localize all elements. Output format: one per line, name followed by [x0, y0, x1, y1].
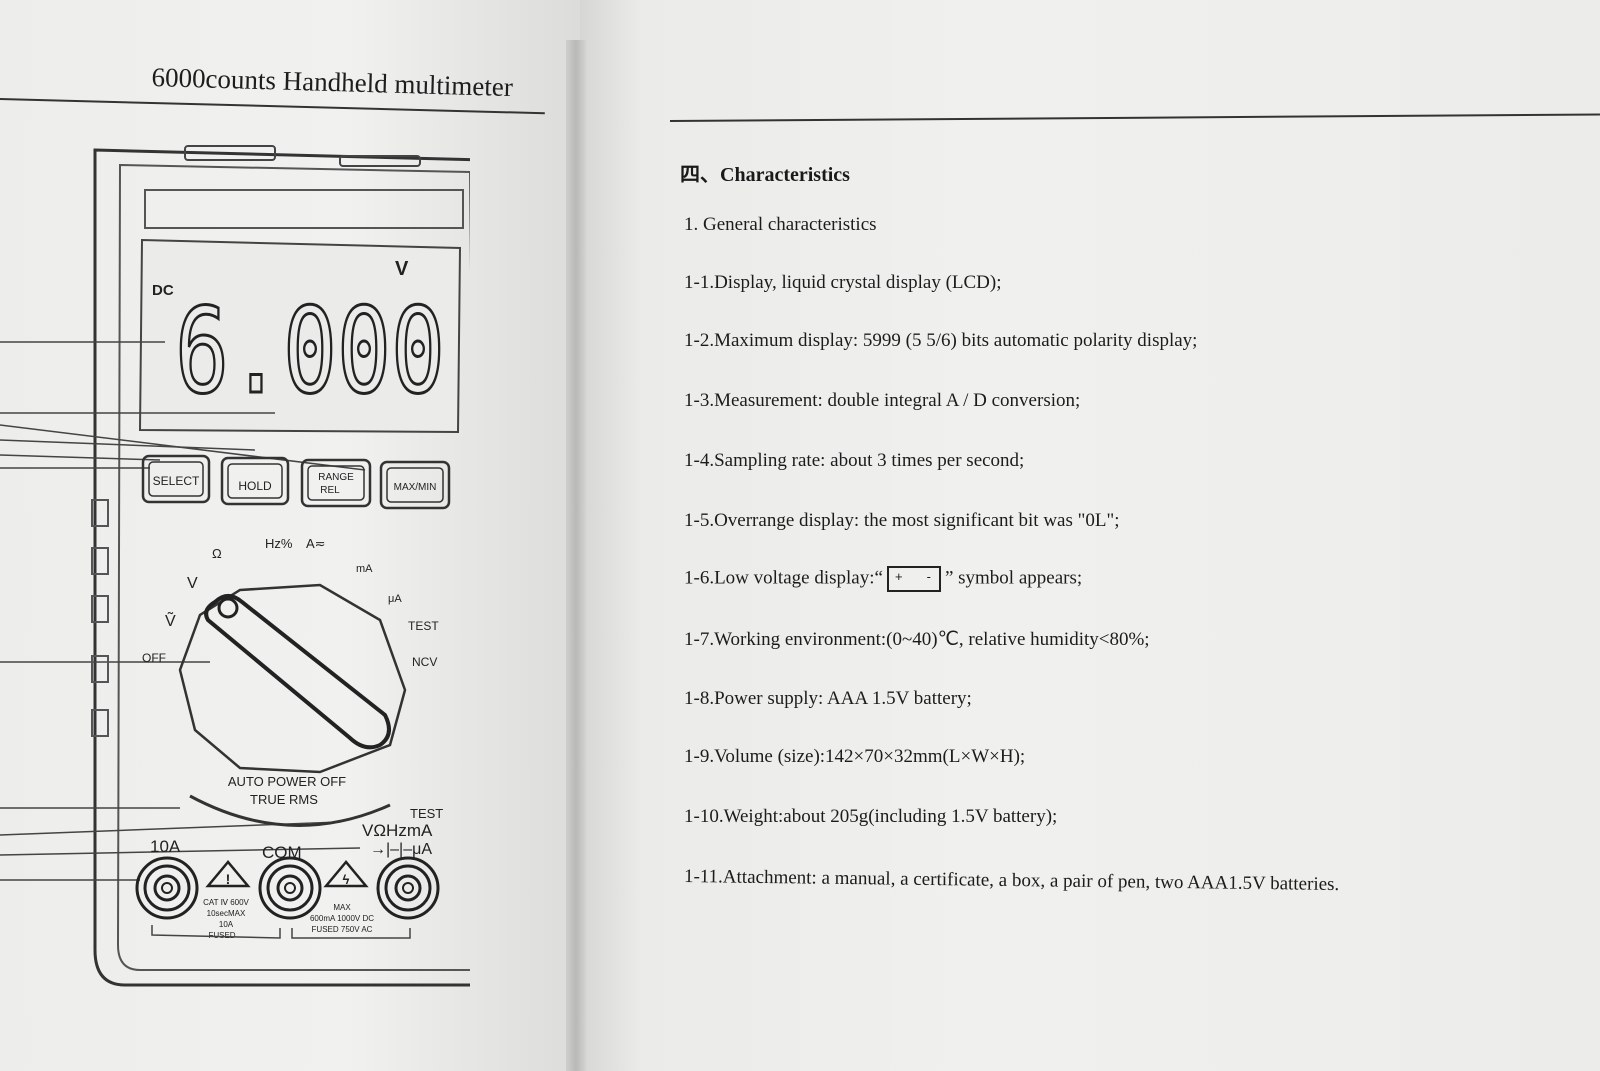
lcd-reading: 6.000: [175, 282, 445, 420]
low-voltage-text-after: ” symbol appears;: [944, 567, 1083, 589]
dial-labels: Ω Hz% A≂ mA μA TEST NCV OFF V Ṽ: [142, 536, 439, 669]
spec-line-max-display: 1-2.Maximum display: 5999 (5 5/6) bits a…: [684, 330, 1198, 351]
spec-line-environment: 1-7.Working environment:(0~40)℃, relativ…: [684, 629, 1150, 650]
jack-10a-label: 10A: [150, 837, 181, 856]
svg-text:FUSED: FUSED: [208, 931, 235, 940]
lcd-mode: DC: [152, 282, 174, 299]
dial-ohm-label: Ω: [212, 546, 222, 561]
dial-dcv-label: V: [187, 575, 198, 592]
svg-text:HOLD: HOLD: [238, 479, 272, 493]
right-page: [580, 0, 1600, 1071]
spec-line-volume: 1-9.Volume (size):142×70×32mm(L×W×H);: [684, 746, 1026, 767]
rotary-dial: [178, 583, 407, 774]
spec-line-weight: 1-10.Weight:about 205g(including 1.5V ba…: [684, 806, 1058, 827]
section-heading: 四、Characteristics: [680, 164, 850, 186]
spec-line-overrange: 1-5.Overrange display: the most signific…: [684, 510, 1120, 531]
dial-hz-label: Hz%: [265, 536, 293, 551]
lcd-window: [138, 238, 462, 434]
svg-text:MAX/MIN: MAX/MIN: [394, 482, 437, 493]
battery-icon: +-: [886, 566, 941, 592]
lcd-unit: V: [395, 258, 409, 280]
dial-off-label: OFF: [142, 651, 166, 665]
side-grips: [91, 499, 109, 737]
svg-text:FUSED 750V AC: FUSED 750V AC: [312, 925, 373, 934]
svg-text:MAX: MAX: [333, 903, 351, 912]
input-jacks: [135, 856, 440, 920]
spec-line-measurement: 1-3.Measurement: double integral A / D c…: [684, 390, 1081, 411]
svg-text:SELECT: SELECT: [153, 474, 200, 488]
spec-line-sampling: 1-4.Sampling rate: about 3 times per sec…: [684, 450, 1025, 471]
spec-line-display: 1-1.Display, liquid crystal display (LCD…: [684, 272, 1002, 293]
true-rms-label: TRUE RMS: [250, 792, 318, 807]
dial-ua-label: μA: [388, 593, 402, 605]
svg-text:600mA 1000V DC: 600mA 1000V DC: [310, 914, 374, 923]
ratings-v: MAX 600mA 1000V DC FUSED 750V AC: [310, 903, 374, 934]
maxmin-button: MAX/MIN: [379, 460, 451, 510]
hold-button: HOLD: [220, 456, 290, 506]
status-strip: [144, 189, 464, 229]
svg-text:RANGE: RANGE: [318, 472, 354, 483]
dial-ma-label: mA: [356, 563, 373, 575]
svg-text:10A: 10A: [219, 920, 234, 929]
svg-text:10secMAX: 10secMAX: [207, 909, 246, 918]
ratings-10a: CAT Ⅳ 600V 10secMAX 10A FUSED: [203, 898, 249, 940]
high-voltage-icon: ϟ: [323, 860, 369, 888]
jack-test-label: TEST: [410, 806, 443, 821]
auto-power-off-label: AUTO POWER OFF: [228, 774, 346, 789]
dial-amps-label: A≂: [306, 536, 326, 551]
book-gutter: [566, 40, 586, 1071]
multimeter-illustration: DC V 6.000 SELECT HOLD: [0, 145, 470, 987]
spec-line-general: 1. General characteristics: [684, 214, 877, 235]
jack-diode-label: →|–|–μA: [370, 841, 432, 858]
svg-text:REL: REL: [320, 485, 340, 496]
dial-acv-label: Ṽ: [165, 610, 176, 630]
svg-text:CAT Ⅳ 600V: CAT Ⅳ 600V: [203, 898, 249, 907]
warning-icon: !: [205, 860, 251, 888]
spec-line-low-voltage: 1-6.Low voltage display:“+-” symbol appe…: [684, 566, 1082, 592]
low-voltage-text-before: 1-6.Low voltage display:“: [684, 567, 883, 589]
range-rel-button: RANGE REL: [300, 458, 372, 508]
dial-test-label: TEST: [408, 619, 439, 633]
spec-line-power: 1-8.Power supply: AAA 1.5V battery;: [684, 688, 972, 709]
jack-v-label: VΩHzmA: [362, 821, 433, 840]
dial-ncv-label: NCV: [412, 655, 437, 669]
svg-text:!: !: [226, 871, 231, 887]
select-button: SELECT: [141, 454, 211, 504]
svg-text:ϟ: ϟ: [343, 872, 350, 887]
